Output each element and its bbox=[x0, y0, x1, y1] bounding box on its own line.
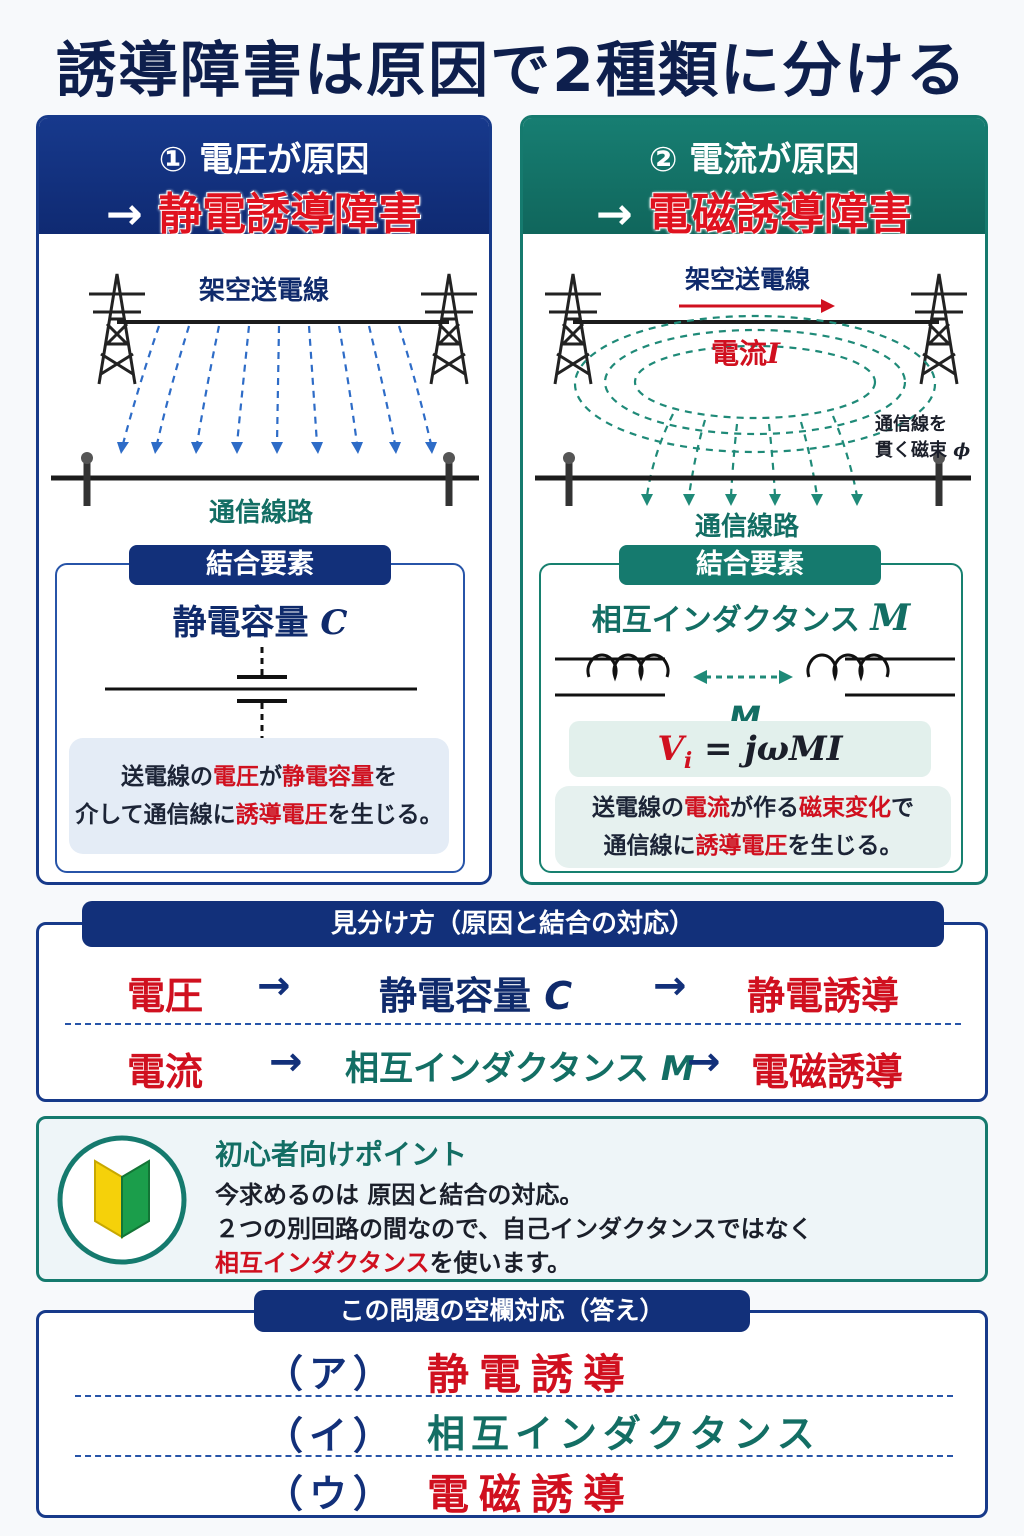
answer-value: 電磁誘導 bbox=[427, 1470, 636, 1519]
overhead-line-label: 架空送電線 bbox=[685, 265, 811, 294]
electromagnetic-result-heading: → 電磁誘導障害 bbox=[523, 178, 985, 242]
cause-coupling-map: 電圧 → 静電容量 C → 静電誘導 電流 → 相互インダクタンス M → 電磁… bbox=[36, 922, 988, 1102]
magnetic-field-arrowheads bbox=[641, 494, 863, 506]
map-cause: 電流 bbox=[127, 1050, 204, 1094]
electrostatic-diagram bbox=[51, 273, 479, 506]
transmission-tower-right-icon bbox=[421, 273, 477, 385]
map-coupling: 相互インダクタンス M bbox=[345, 1049, 695, 1089]
answer-value: 静電誘導 bbox=[427, 1350, 636, 1399]
map-result: 電磁誘導 bbox=[751, 1050, 904, 1094]
arrow-icon: → bbox=[653, 963, 687, 1009]
coupled-coils-icon bbox=[555, 653, 955, 697]
beginner-mark-icon bbox=[57, 1135, 187, 1265]
divider bbox=[75, 1395, 953, 1397]
map-coupling: 静電容量 C bbox=[379, 974, 573, 1018]
map-result: 静電誘導 bbox=[747, 974, 900, 1018]
transmission-tower-right-icon bbox=[911, 273, 967, 385]
flux-label: 通信線を 貫く磁束 ϕ bbox=[875, 414, 971, 461]
electrostatic-result-heading: → 静電誘導障害 bbox=[39, 178, 489, 242]
answer-box: （ア） 静電誘導 （イ） 相互インダクタンス （ウ） 電磁誘導 bbox=[36, 1310, 988, 1519]
point-line: ２つの別回路の間なので、自己インダクタンスではなく bbox=[215, 1215, 813, 1243]
point-line: 今求めるのは 原因と結合の対応。 bbox=[215, 1181, 584, 1209]
electromagnetic-panel-header: ② 電流が原因 → 電磁誘導障害 bbox=[523, 118, 985, 240]
electrostatic-cause-heading: ① 電圧が原因 bbox=[158, 140, 370, 180]
map-cause: 電圧 bbox=[127, 974, 204, 1018]
utility-pole-icon bbox=[565, 460, 943, 506]
page-title: 誘導障害は原因で2種類に分ける bbox=[56, 36, 968, 106]
electrostatic-panel-header: ① 電圧が原因 → 静電誘導障害 bbox=[39, 118, 489, 240]
answer-key: （ウ） bbox=[265, 1472, 398, 1516]
coupling-name: 静電容量 C bbox=[172, 603, 348, 643]
mapping-tag: 見分け方（原因と結合の対応） bbox=[82, 901, 944, 947]
answer-value: 相互インダクタンス bbox=[427, 1412, 821, 1456]
arrow-icon: → bbox=[105, 189, 143, 240]
comm-line-label: 通信線路 bbox=[695, 512, 800, 542]
magnetic-field-loops bbox=[573, 314, 937, 497]
transmission-tower-left-icon bbox=[89, 273, 145, 385]
arrow-icon: → bbox=[595, 189, 633, 240]
arrow-icon: → bbox=[269, 1039, 303, 1085]
current-label: 電流I bbox=[711, 337, 781, 370]
electromagnetic-diagram bbox=[535, 273, 971, 506]
transmission-tower-left-icon bbox=[545, 273, 601, 385]
capacitor-icon bbox=[105, 647, 417, 741]
divider bbox=[75, 1455, 953, 1457]
coupling-name: 相互インダクタンス M bbox=[591, 597, 911, 639]
induced-voltage-formula: Vi = jωMI bbox=[569, 721, 931, 777]
electromagnetic-panel: ② 電流が原因 → 電磁誘導障害 bbox=[520, 115, 988, 885]
overhead-line-label: 架空送電線 bbox=[199, 276, 330, 306]
electric-field-arrowheads bbox=[117, 442, 437, 454]
arrow-icon: → bbox=[257, 963, 291, 1009]
arrow-icon: → bbox=[687, 1039, 721, 1085]
beginner-point-box: 初心者向けポイント 今求めるのは 原因と結合の対応。 ２つの別回路の間なので、自… bbox=[36, 1116, 988, 1282]
electrostatic-description: 送電線の電圧が静電容量を 介して通信線に誘導電圧を生じる。 bbox=[69, 738, 449, 854]
point-line: 相互インダクタンスを使います。 bbox=[215, 1249, 572, 1277]
point-title: 初心者向けポイント bbox=[215, 1138, 468, 1171]
electromagnetic-cause-heading: ② 電流が原因 bbox=[648, 140, 860, 180]
divider bbox=[65, 1023, 961, 1025]
utility-pole-icon bbox=[83, 460, 453, 506]
electromagnetic-description: 送電線の電流が作る磁束変化で 通信線に誘導電圧を生じる。 bbox=[555, 786, 951, 868]
coupling-element-tag: 結合要素 bbox=[129, 545, 391, 585]
answer-tag: この問題の空欄対応（答え） bbox=[254, 1290, 750, 1332]
electric-field-arrows bbox=[121, 325, 433, 445]
comm-line-label: 通信線路 bbox=[209, 498, 314, 528]
electrostatic-panel: ① 電圧が原因 → 静電誘導障害 bbox=[36, 115, 492, 885]
answer-key: （ア） bbox=[265, 1352, 398, 1396]
coupling-element-tag: 結合要素 bbox=[619, 545, 881, 585]
electromagnetic-result-label: 電磁誘導障害 bbox=[648, 189, 913, 240]
electrostatic-result-label: 静電誘導障害 bbox=[158, 189, 423, 240]
answer-key: （イ） bbox=[265, 1414, 398, 1458]
